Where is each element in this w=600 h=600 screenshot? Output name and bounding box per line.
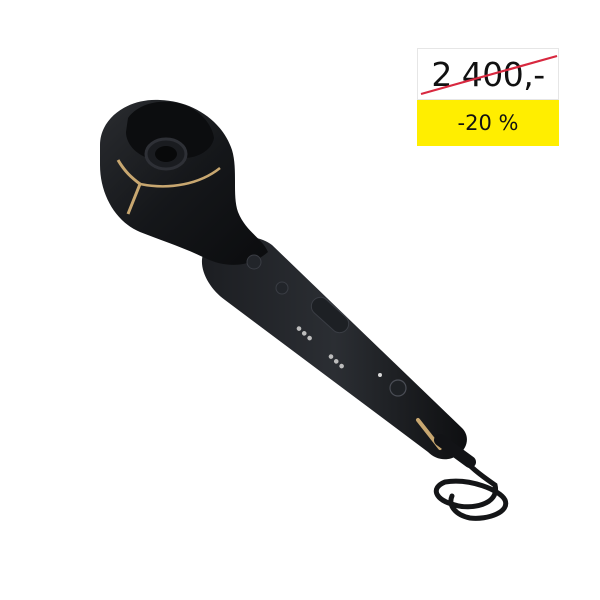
discount-label: -20 %	[417, 100, 559, 146]
price-badge: 2 400,- -20 %	[417, 48, 559, 148]
temperature-button	[246, 254, 262, 270]
original-price: 2 400,-	[417, 48, 559, 100]
timer-button	[275, 281, 289, 295]
power-cord	[433, 447, 509, 521]
power-button	[389, 379, 407, 397]
gold-accent	[116, 159, 142, 215]
curler-handle	[201, 236, 467, 460]
direction-switch	[310, 296, 350, 334]
